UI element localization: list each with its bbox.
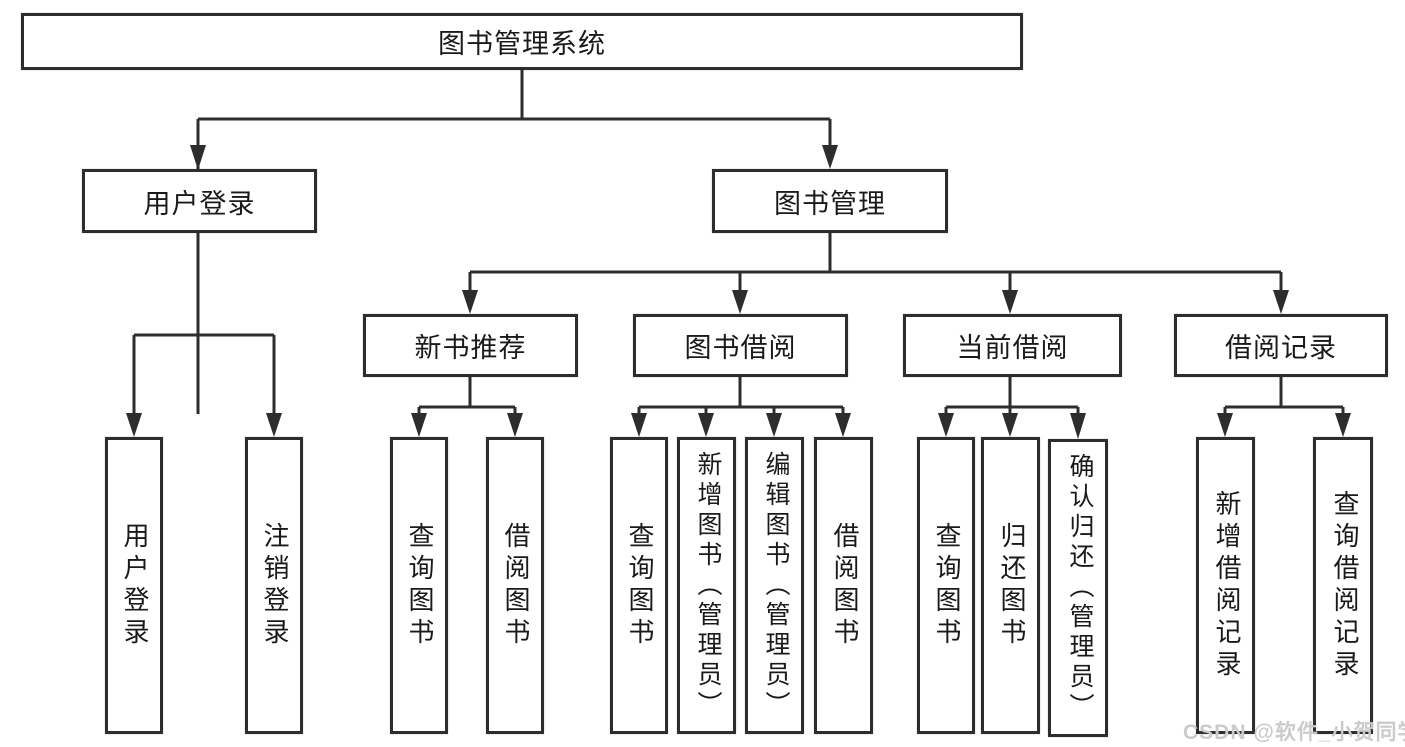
node-leaf-query-borrow-record: 查询借阅记录: [1313, 437, 1373, 734]
node-leaf-borrow-book-2: 借阅图书: [814, 437, 873, 734]
node-leaf-query-book-1: 查询图书: [390, 437, 448, 734]
node-new-book-recommend: 新书推荐: [363, 314, 578, 377]
node-leaf-logout: 注销登录: [245, 437, 303, 734]
node-borrowing-records: 借阅记录: [1174, 314, 1388, 377]
node-book-borrowing: 图书借阅: [633, 314, 848, 377]
csdn-watermark: CSDN @软件_小贺同学: [1183, 721, 1405, 744]
node-leaf-query-book-3: 查询图书: [917, 437, 975, 734]
node-user-login: 用户登录: [82, 169, 317, 233]
node-leaf-add-book-admin: 新增图书（管理员）: [677, 437, 736, 734]
node-library-management-system: 图书管理系统: [21, 13, 1023, 70]
node-leaf-edit-book-admin: 编辑图书（管理员）: [745, 437, 804, 734]
node-leaf-confirm-return-admin: 确认归还（管理员）: [1048, 439, 1108, 737]
node-leaf-user-login: 用户登录: [105, 437, 163, 734]
node-leaf-return-book: 归还图书: [981, 437, 1040, 734]
node-current-borrowing: 当前借阅: [903, 314, 1122, 377]
node-leaf-borrow-book-1: 借阅图书: [486, 437, 544, 734]
node-leaf-query-book-2: 查询图书: [610, 437, 668, 734]
node-leaf-add-borrow-record: 新增借阅记录: [1196, 437, 1255, 734]
node-book-management: 图书管理: [712, 169, 948, 233]
